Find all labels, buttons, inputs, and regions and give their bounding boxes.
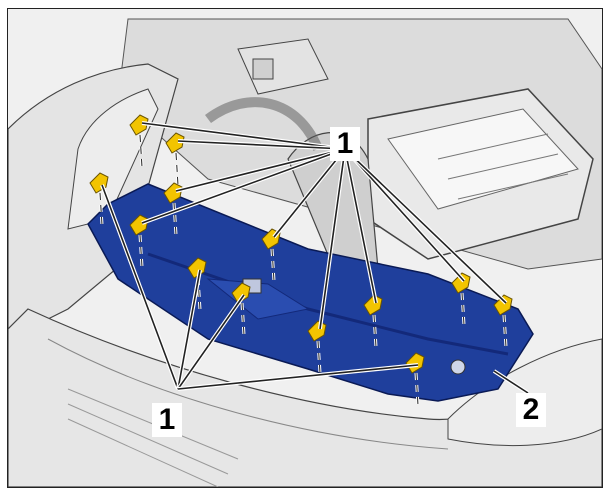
callout-bolts-top: 1 [330,127,360,161]
leader-bolt-3 [101,184,179,390]
bolt-13 [405,352,425,406]
leader-bolt-13 [177,364,419,390]
leader-lines [100,121,530,395]
bolt-4 [163,182,183,236]
leader-bolt-4 [175,148,346,192]
bolt-8 [231,282,251,336]
leader-panel [493,370,529,394]
leader-bolt-11 [344,148,465,282]
bolt-10 [363,294,383,348]
cover-panel [87,183,534,402]
callout-bolts-bottom: 1 [152,403,182,437]
callout-panel: 2 [516,393,546,427]
leader-bolt-2 [177,140,346,150]
engine-bay-illustration [8,9,602,487]
diagram-frame: 1 1 2 [7,8,603,488]
bolt-1 [129,114,149,168]
leader-bolt-5 [141,148,346,224]
leader-bolt-12 [344,148,507,304]
leader-bolt-9 [319,148,346,330]
leader-bolt-6 [273,148,346,238]
leader-bolt-1 [141,122,346,150]
bolt-12 [493,294,513,348]
leader-bolt-10 [344,148,377,304]
bolt-group [89,114,513,406]
bolt-5 [129,214,149,268]
leader-bolt-8 [177,294,245,390]
leader-bolt-7 [177,269,201,390]
